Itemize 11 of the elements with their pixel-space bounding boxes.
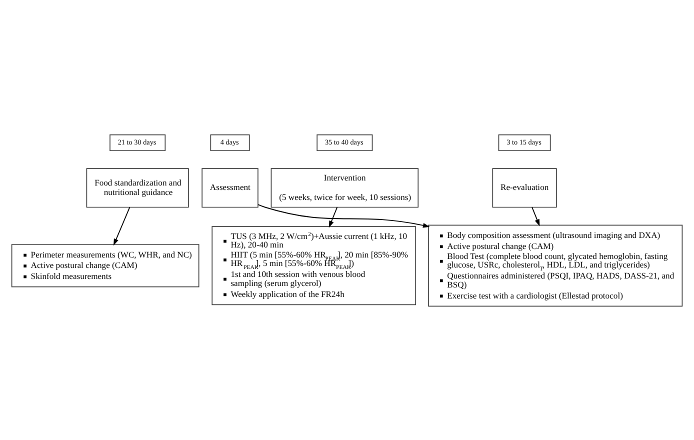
arrow [114, 206, 130, 246]
node-box: Re-evaluation [492, 168, 557, 208]
node-box: Perimeter measurements (WC, WHR, and NC) Active postural change (CAM) Skinfold measurements [11, 244, 200, 287]
node-box: Intervention (5 weeks, twice for week, 10 sessions) [270, 168, 419, 208]
arrow [532, 206, 540, 226]
arrow [328, 206, 338, 228]
node-box: Assessment [202, 168, 258, 208]
node-box: Food standardization and nutritional guidance [86, 168, 189, 208]
node-box: Body composition assessment (ultrasound imaging and DXA) Active postural change (CAM) Blood Test (complete blood count, glycated hemoglobin, fasting glucose, USRc, cholesterol$_{T}$, HDL, LDL, and triglycerides) Questionnaires administered (PSQI, IPAQ, HADS, DASS-21, and BSQ) Exercise test with a cardiologist (Ellestad protocol) [428, 224, 683, 306]
node-box: TUS (3 MHz, 2 W/cm$^{2}$)+Aussie current (1 kHz, 10 Hz), 20-40 min HIIT (5 min [55%-60% HR$_{PEAK}$], 20 min [85%-90% HR$_{PEAK}$], 5 min [55%-60% HR$_{PEAK}$]) 1st and 10th session with venous blood sampling (serum glycerol) Weekly application of the FR24h [212, 226, 416, 305]
arrow [258, 204, 430, 228]
